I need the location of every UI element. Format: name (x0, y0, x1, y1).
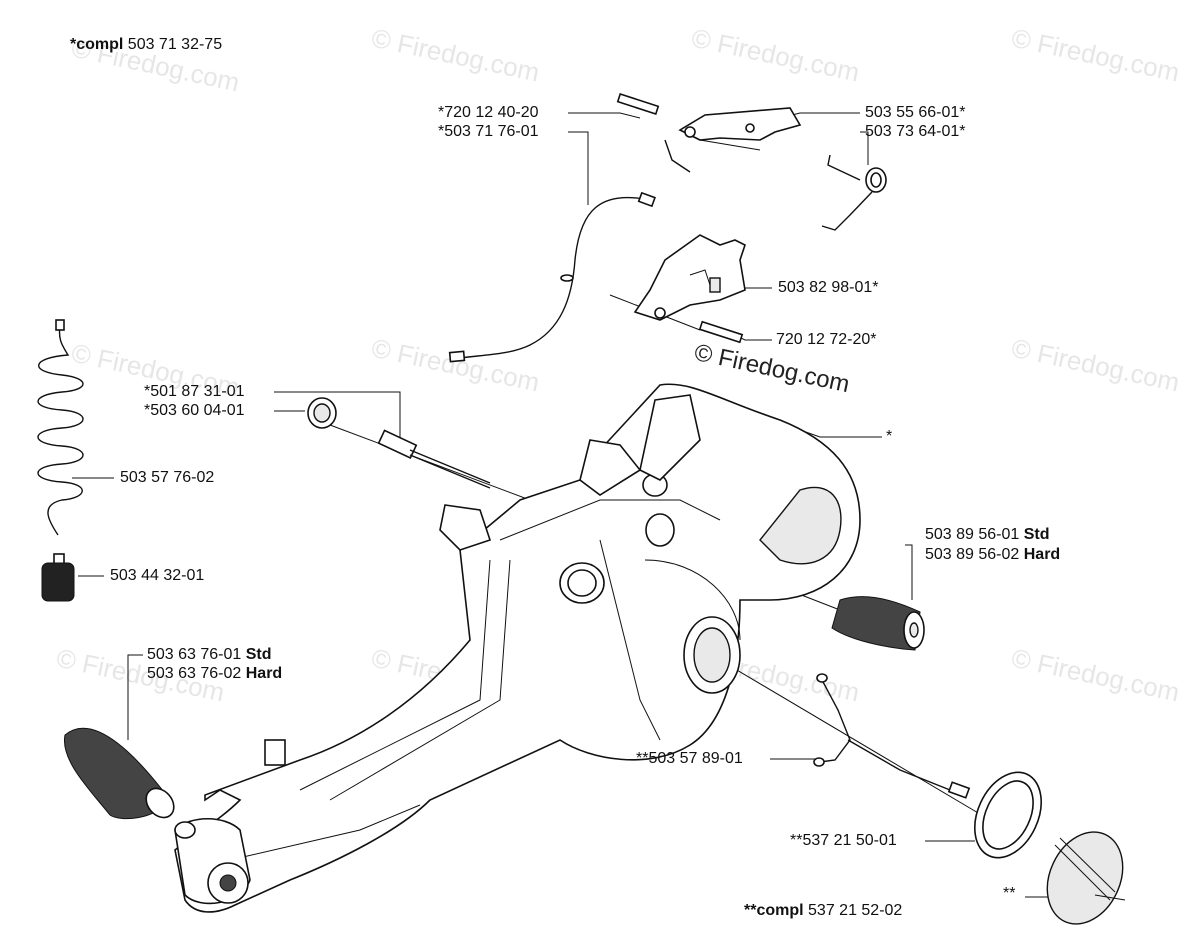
pin-and-bushing (307, 397, 491, 489)
leader-503-89-56 (905, 544, 913, 600)
torsion-spring (821, 154, 887, 231)
leader-501-87-31-01 (274, 391, 401, 450)
label-503-71-76-01: *503 71 76-01 (438, 123, 539, 140)
throttle-trigger (633, 234, 746, 344)
label-503-82-98-01: 503 82 98-01* (778, 279, 879, 296)
label-537-21-50-01: **537 21 50-01 (790, 832, 897, 849)
label-503-57-89-01: **503 57 89-01 (636, 750, 743, 767)
tank-housing (174, 383, 861, 913)
label-compl-bottom: **compl 537 21 52-02 (744, 902, 902, 920)
front-damper (831, 596, 925, 651)
leader-503-73-64-01 (860, 131, 869, 165)
label-503-63-76-02: 503 63 76-02 Hard (147, 665, 282, 683)
seal-ring (974, 771, 1042, 859)
label-503-89-56-02-number: 503 89 56-02 (925, 546, 1024, 563)
label-star: * (886, 428, 893, 445)
label-compl-top-number: 503 71 32-75 (123, 36, 223, 53)
label-compl-bottom-prefix: **compl (744, 902, 804, 919)
label-503-89-56-01-grade: Std (1023, 526, 1050, 543)
leader-503-71-76-01 (568, 131, 589, 205)
label-503-89-56-02-grade: Hard (1023, 546, 1061, 563)
fuel-pickup (813, 673, 971, 799)
label-compl-top-prefix: *compl (70, 36, 124, 53)
label-503-63-76-01-number: 503 63 76-01 (147, 646, 246, 663)
label-503-55-66-01: 503 55 66-01* (865, 104, 966, 121)
label-compl-top: *compl 503 71 32-75 (70, 36, 222, 54)
label-503-63-76-02-grade: Hard (245, 665, 283, 682)
label-720-12-40-20: *720 12 40-20 (438, 104, 539, 121)
axis-cap (719, 659, 991, 821)
axis-lever (699, 139, 761, 151)
rear-damper (64, 727, 196, 839)
label-501-87-31-01: *501 87 31-01 (144, 383, 245, 400)
label-503-44-32-01: 503 44 32-01 (110, 567, 205, 584)
label-double-star: ** (1003, 885, 1016, 902)
label-compl-bottom-number: 537 21 52-02 (803, 902, 903, 919)
label-503-73-64-01: 503 73 64-01* (865, 123, 966, 140)
label-503-63-76-01-grade: Std (245, 646, 272, 663)
label-503-57-76-02: 503 57 76-02 (120, 469, 215, 486)
throttle-lever (616, 93, 802, 173)
leader-503-63-76 (127, 654, 143, 740)
label-503-89-56-02: 503 89 56-02 Hard (925, 546, 1060, 564)
label-503-60-04-01: *503 60 04-01 (144, 402, 245, 419)
fuel-hose-coil (37, 319, 84, 536)
label-720-12-72-20: 720 12 72-20* (776, 331, 877, 348)
leader-720-12-40-20 (568, 112, 641, 119)
label-503-89-56-01-number: 503 89 56-01 (925, 526, 1024, 543)
label-503-63-76-01: 503 63 76-01 Std (147, 646, 272, 664)
label-503-63-76-02-number: 503 63 76-02 (147, 665, 246, 682)
fuel-filter (41, 553, 75, 602)
label-503-89-56-01: 503 89 56-01 Std (925, 526, 1050, 544)
throttle-cable (448, 191, 656, 363)
fuel-cap (1046, 831, 1126, 925)
